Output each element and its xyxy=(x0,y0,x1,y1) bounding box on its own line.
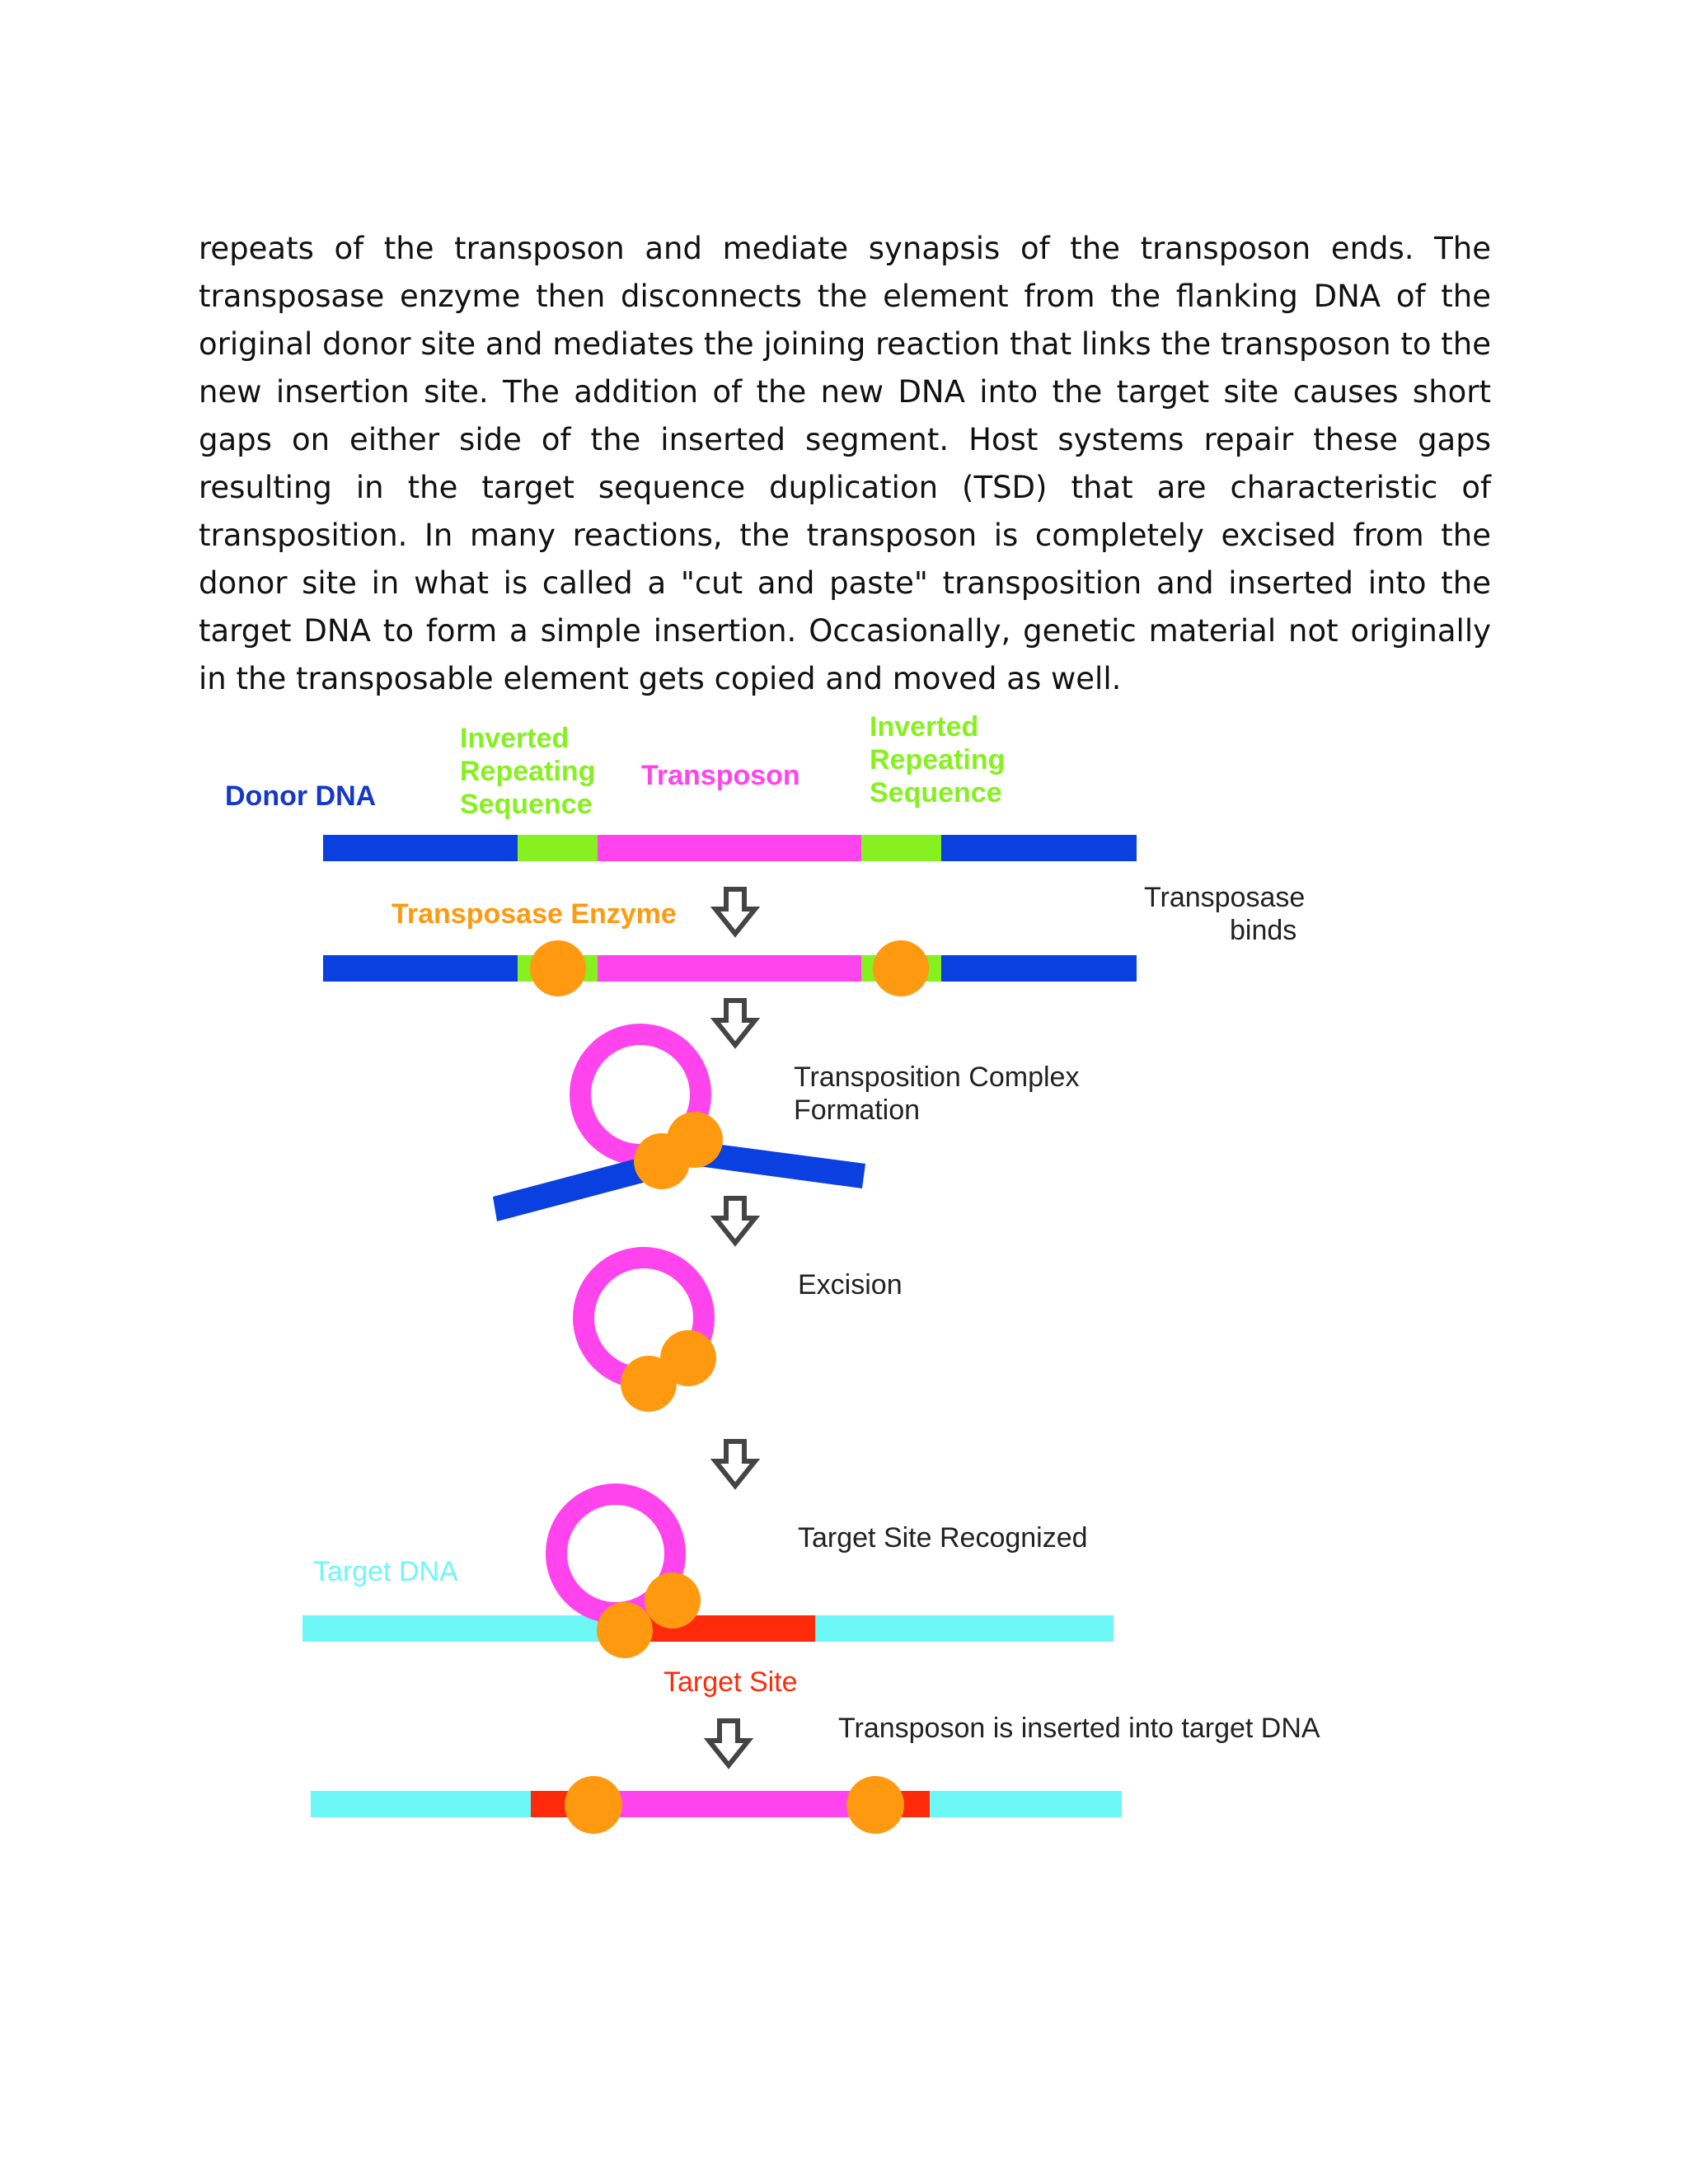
transposon-label: Transposon xyxy=(641,760,800,791)
svg-text:Repeating: Repeating xyxy=(870,744,1005,776)
inverted-repeat-left-label: Inverted Repeating Sequence xyxy=(460,723,595,820)
svg-text:Formation: Formation xyxy=(794,1094,920,1126)
down-arrow-icon xyxy=(715,1198,755,1243)
svg-text:Sequence: Sequence xyxy=(460,789,593,820)
transposition-diagram: Donor DNA Inverted Repeating Sequence Tr… xyxy=(0,684,1688,1871)
inserted-label: Transposon is inserted into target DNA xyxy=(838,1713,1320,1744)
svg-text:Transposition Complex: Transposition Complex xyxy=(794,1062,1079,1093)
transposase-enzyme-left xyxy=(530,940,586,996)
svg-text:Transposase: Transposase xyxy=(1144,882,1305,913)
donor-dna-strand xyxy=(323,835,1137,861)
svg-text:Sequence: Sequence xyxy=(870,777,1002,808)
down-arrow-icon xyxy=(715,1001,755,1045)
svg-text:Inverted: Inverted xyxy=(460,723,569,754)
donor-dna-label: Donor DNA xyxy=(225,780,376,812)
down-arrow-icon xyxy=(715,889,755,934)
svg-text:Repeating: Repeating xyxy=(460,756,595,787)
transposase-enzyme xyxy=(621,1356,677,1412)
transposase-binds-label: Transposase binds xyxy=(1144,882,1305,946)
target-dna-label: Target DNA xyxy=(313,1556,458,1587)
down-arrow-icon xyxy=(709,1721,748,1765)
complex-formation-label: Transposition Complex Formation xyxy=(794,1062,1079,1126)
target-dna-strand xyxy=(302,1615,1114,1642)
body-paragraph: repeats of the transposon and mediate sy… xyxy=(199,225,1491,703)
transposase-enzyme-label: Transposase Enzyme xyxy=(392,898,677,930)
target-site-recognized-label: Target Site Recognized xyxy=(798,1522,1088,1554)
inverted-repeat-right-label: Inverted Repeating Sequence xyxy=(870,711,1005,808)
svg-text:Inverted: Inverted xyxy=(870,711,978,743)
down-arrow-icon xyxy=(715,1441,755,1486)
excision-label: Excision xyxy=(798,1269,903,1301)
transposase-enzyme xyxy=(846,1776,904,1834)
transposase-enzyme-right xyxy=(873,940,929,996)
target-site-label: Target Site xyxy=(663,1666,798,1698)
transposase-enzyme xyxy=(597,1602,653,1658)
target-dna-inserted-strand xyxy=(311,1791,1122,1817)
donor-dna-bound-strand xyxy=(323,955,1137,982)
transposase-enzyme xyxy=(565,1776,622,1834)
svg-text:binds: binds xyxy=(1230,915,1296,946)
transposase-enzyme xyxy=(634,1133,690,1189)
transposase-enzyme xyxy=(645,1572,701,1629)
